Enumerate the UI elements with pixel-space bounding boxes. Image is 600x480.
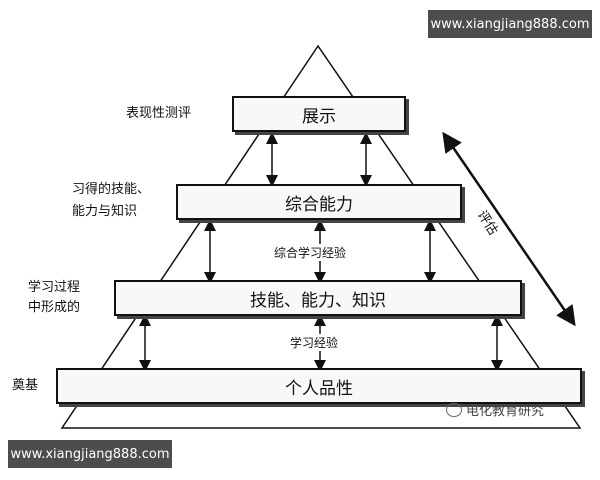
between-label-upper-middle: 综合学习经验 (270, 244, 351, 261)
level-upper-box: 综合能力 (176, 184, 462, 220)
publisher-watermark: 电化教育研究 (446, 400, 544, 419)
side-label-middle-1: 学习过程 (28, 280, 81, 295)
level-top-box: 展示 (232, 96, 406, 132)
watermark-banner-bottom: www.xiangjiang888.com (8, 440, 172, 468)
side-label-top: 表现性测评 (126, 106, 192, 121)
publisher-watermark-text: 电化教育研究 (466, 404, 545, 419)
level-base-box: 个人品性 (56, 368, 582, 404)
wechat-icon (446, 402, 462, 417)
level-middle-box: 技能、能力、知识 (114, 280, 522, 316)
side-label-base: 奠基 (12, 378, 39, 393)
between-label-middle-base: 学习经验 (286, 334, 343, 351)
watermark-banner-top: www.xiangjiang888.com (428, 10, 592, 38)
side-label-upper-2: 能力与知识 (72, 204, 138, 219)
side-label-middle-2: 中形成的 (28, 300, 81, 315)
evaluation-arrow (442, 131, 576, 327)
side-label-upper-1: 习得的技能、 (72, 182, 151, 197)
